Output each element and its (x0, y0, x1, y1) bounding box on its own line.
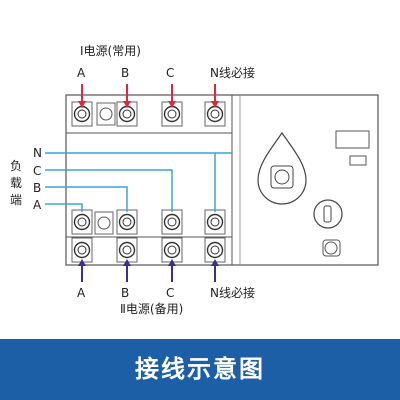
bottom-button-circle (324, 241, 338, 255)
mid-screw-icon (99, 107, 113, 121)
load-line-b: B (33, 181, 42, 195)
top-arrowhead-b (123, 101, 131, 108)
load-terminal-b-screw-inner (122, 217, 132, 227)
source1-terminal-c: C (166, 66, 175, 80)
top-arrowhead-c (168, 101, 176, 108)
banner-title: 接线示意图 (135, 355, 265, 383)
bottom-arrowhead-n (211, 259, 219, 266)
source2-terminal-n: N线必接 (210, 286, 255, 300)
load-line-a: A (33, 198, 42, 212)
top-terminal-a-screw-inner (77, 109, 87, 119)
window-rect (335, 130, 370, 149)
bottom-arrowhead-c (168, 259, 176, 266)
wire-b (45, 186, 128, 212)
wire-c (45, 169, 173, 212)
load-line-n: N (33, 146, 42, 160)
source1-terminal-b: B (121, 66, 130, 80)
terminal-arrows (78, 84, 219, 282)
load-line-c: C (33, 164, 42, 178)
handle-knob (274, 169, 290, 185)
wire-a (45, 203, 83, 212)
source2-title: Ⅱ电源(备用) (120, 302, 184, 316)
mid-screw-icon-lower (97, 216, 111, 230)
load-terminal-c-screw-inner (167, 217, 177, 227)
load-terminal-n-screw-inner (210, 217, 220, 227)
small-window (349, 155, 367, 166)
bottom-terminal-n-screw-inner (210, 245, 220, 255)
terminals-group (71, 101, 226, 263)
source1-terminal-a: A (77, 66, 86, 80)
top-terminal-n-screw-inner (210, 109, 220, 119)
bottom-terminal-a-screw-inner (77, 245, 87, 255)
load-char-1: 负 (9, 159, 22, 173)
load-char-3: 端 (9, 193, 22, 207)
load-char-2: 载 (9, 176, 22, 190)
source2-terminal-a: A (77, 286, 86, 300)
top-arrowhead-a (78, 101, 86, 108)
source2-terminal-b: B (121, 286, 130, 300)
load-terminal-a-screw-inner (77, 217, 87, 227)
top-arrowhead-n (211, 101, 219, 108)
selector-slot (323, 205, 332, 223)
bottom-arrowhead-a (78, 259, 86, 266)
bottom-terminal-b-screw-inner (122, 245, 132, 255)
top-terminal-c-screw-inner (167, 109, 177, 119)
bottom-terminal-c-screw-inner (167, 245, 177, 255)
load-wires (45, 152, 232, 212)
load-label: 负 载 端 (8, 158, 24, 209)
source1-title: Ⅰ电源(常用) (80, 44, 141, 58)
top-terminal-b-screw-inner (122, 109, 132, 119)
source2-terminal-c: C (166, 286, 175, 300)
source1-terminal-n: N线必接 (210, 66, 255, 80)
banner: 接线示意图 (0, 339, 400, 400)
bottom-arrowhead-b (123, 259, 131, 266)
